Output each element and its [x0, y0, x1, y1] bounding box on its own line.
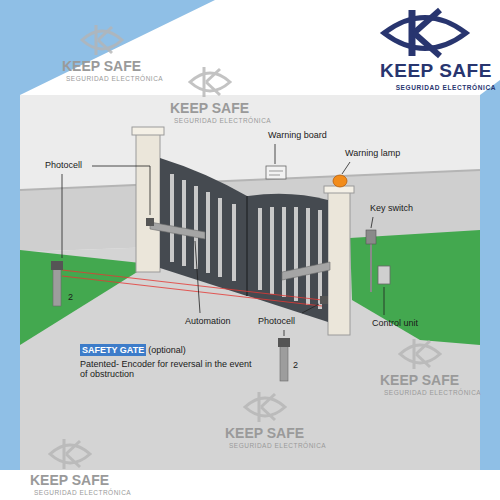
leader-lines	[62, 144, 384, 336]
part-label: Key switch	[370, 203, 413, 213]
part-label: Warning board	[268, 130, 327, 140]
logo-subtitle: SEGURIDAD ELECTRÓNICA	[396, 84, 496, 91]
left-grass	[20, 250, 150, 345]
logo-icon	[384, 10, 466, 56]
photocell-post	[280, 345, 288, 381]
watermark: SEGURIDAD ELECTRÓNICA	[229, 442, 326, 449]
note-text: Patented- Encoder for reversal in the ev…	[80, 359, 258, 380]
right-grass	[350, 230, 480, 345]
automation-arm	[150, 222, 205, 239]
gate-join	[246, 196, 248, 296]
watermark-icon	[50, 25, 440, 469]
left-pillar	[136, 132, 160, 272]
watermark: KEEP SAFE	[62, 58, 141, 74]
key-switch-pole	[370, 244, 372, 292]
pillar-cap	[132, 127, 164, 135]
photocell-beam	[62, 276, 322, 306]
warning-board	[269, 175, 280, 176]
right-pillar	[328, 190, 350, 335]
photocell	[146, 218, 154, 226]
callout-number: 2	[68, 292, 73, 302]
part-label: Automation	[185, 316, 231, 326]
automation-arm	[282, 262, 330, 280]
key-switch	[366, 230, 376, 244]
watermark: SEGURIDAD ELECTRÓNICA	[66, 75, 163, 82]
watermark: SEGURIDAD ELECTRÓNICA	[174, 117, 271, 124]
note-text: (optional)	[148, 345, 186, 355]
part-label: Warning lamp	[345, 148, 400, 158]
photocell	[51, 261, 63, 270]
callout-number: 2	[293, 360, 298, 370]
part-label: Photocell	[258, 316, 295, 326]
photocell-post	[53, 268, 61, 306]
watermark: SEGURIDAD ELECTRÓNICA	[384, 389, 481, 396]
gate-bars	[172, 174, 320, 309]
control-unit	[378, 266, 390, 284]
watermark: KEEP SAFE	[380, 372, 459, 388]
tag-text: SAFETY GATE	[82, 345, 144, 355]
blue-frame	[480, 80, 500, 470]
photocell	[278, 338, 290, 347]
watermark: SEGURIDAD ELECTRÓNICA	[34, 489, 131, 496]
logo-text: KEEP SAFE	[380, 60, 492, 82]
warning-board	[266, 166, 286, 179]
watermark: KEEP SAFE	[225, 425, 304, 441]
watermark: KEEP SAFE	[170, 100, 249, 116]
part-label: Control unit	[372, 318, 418, 328]
photocell	[320, 296, 328, 304]
warning-board	[269, 171, 283, 172]
watermark: KEEP SAFE	[30, 472, 109, 488]
sky	[20, 95, 480, 470]
highlight-tag: SAFETY GATE	[80, 344, 146, 356]
gate-leaf	[248, 194, 328, 322]
warning-lamp	[333, 175, 347, 187]
part-label: Photocell	[45, 160, 82, 170]
photocell-beam	[62, 270, 322, 300]
wall-top	[20, 170, 480, 190]
